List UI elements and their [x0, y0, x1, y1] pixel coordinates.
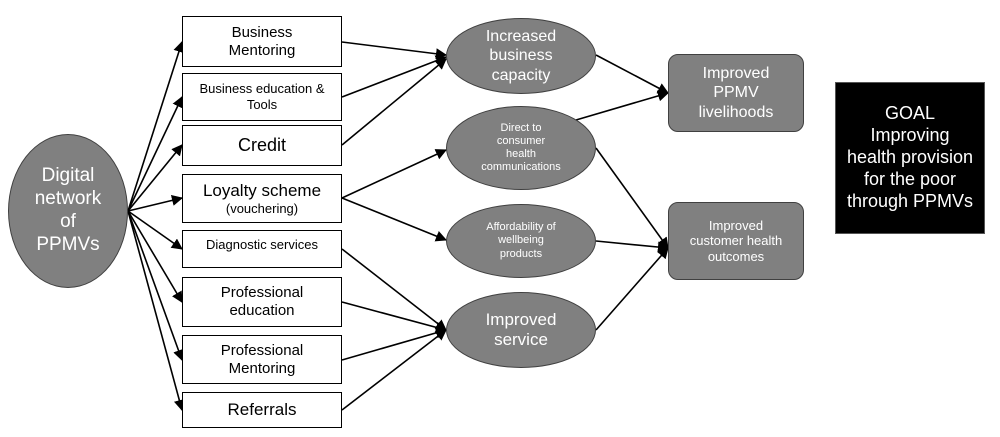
arrow-12 — [341, 149, 448, 199]
business-mentoring-box: Business Mentoring — [182, 16, 342, 67]
arrow-17 — [341, 329, 447, 411]
improved-service-node: Improved service — [446, 292, 596, 368]
business-mentoring-line-2: Mentoring — [228, 41, 296, 59]
affordability-line-1: Affordability of — [486, 221, 556, 234]
loyalty-scheme-line-1: Loyalty scheme — [202, 180, 322, 200]
arrow-10 — [341, 55, 448, 98]
goal-line-1: GOAL — [884, 103, 936, 124]
increased-line-1: Increased — [485, 28, 557, 46]
arrow-11 — [341, 58, 447, 146]
customer-health-line-1: Improved — [708, 217, 764, 233]
livelihoods-line-3: livelihoods — [698, 103, 774, 121]
improved-ppmv-livelihoods-box: Improved PPMV livelihoods — [668, 54, 804, 132]
customer-health-line-2: customer health — [689, 233, 783, 249]
arrow-15 — [341, 301, 448, 333]
professional-education-line-1: Professional — [220, 284, 304, 301]
increased-line-3: capacity — [491, 66, 551, 84]
business-education-line-1: Business education & — [199, 81, 325, 97]
arrow-6 — [127, 210, 183, 303]
goal-line-2: Improving — [870, 125, 950, 146]
arrow-19 — [575, 90, 670, 121]
professional-education-line-2: education — [229, 302, 295, 319]
direct-line-1: Direct to — [500, 121, 542, 134]
referrals-box: Referrals — [182, 392, 342, 428]
arrow-1 — [127, 40, 185, 212]
source-line-2: network — [34, 188, 102, 210]
referrals-line-1: Referrals — [227, 399, 297, 419]
direct-line-4: communications — [481, 161, 561, 174]
service-line-2: service — [494, 330, 548, 349]
source-line-1: Digital — [41, 165, 95, 187]
source-line-4: PPMVs — [36, 233, 100, 255]
arrow-5 — [127, 210, 183, 250]
professional-mentoring-line-1: Professional — [220, 341, 304, 359]
credit-line-1: Credit — [237, 134, 286, 155]
arrow-3 — [127, 144, 183, 212]
professional-mentoring-line-2: Mentoring — [228, 359, 296, 377]
arrow-9 — [341, 41, 448, 60]
livelihoods-line-2: PPMV — [713, 84, 759, 102]
direct-line-3: health — [506, 148, 536, 160]
business-education-line-2: Tools — [246, 97, 278, 112]
arrow-22 — [595, 247, 669, 331]
arrow-21 — [595, 240, 670, 253]
increased-line-2: business — [489, 47, 553, 65]
professional-education-box: Professional education — [182, 277, 342, 327]
professional-mentoring-box: Professional Mentoring — [182, 335, 342, 384]
goal-box: GOAL Improving health provision for the … — [835, 82, 985, 234]
source-line-3: of — [60, 211, 76, 232]
affordability-node: Affordability of wellbeing products — [446, 204, 596, 278]
arrow-20 — [595, 147, 669, 249]
loyalty-scheme-line-2: (vouchering) — [225, 200, 299, 216]
credit-box: Credit — [182, 125, 342, 166]
goal-line-4: for the poor — [863, 168, 957, 189]
business-mentoring-line-1: Business — [231, 23, 293, 41]
increased-business-capacity-node: Increased business capacity — [446, 18, 596, 94]
arrow-7 — [127, 210, 184, 362]
arrow-2 — [127, 95, 183, 212]
diagnostic-services-line-1: Diagnostic services — [206, 237, 318, 252]
customer-health-line-3: outcomes — [707, 248, 765, 264]
loyalty-scheme-box: Loyalty scheme (vouchering) — [182, 174, 342, 223]
digital-network-node: Digital network of PPMVs — [8, 134, 128, 288]
livelihoods-line-1: Improved — [702, 65, 770, 83]
goal-line-5: through PPMVs — [846, 190, 974, 211]
service-line-1: Improved — [485, 309, 557, 329]
arrow-18 — [595, 54, 669, 94]
goal-line-3: health provision — [846, 147, 974, 168]
direct-line-2: consumer — [496, 134, 546, 147]
diagnostic-services-box: Diagnostic services — [182, 230, 342, 268]
improved-customer-health-box: Improved customer health outcomes — [668, 202, 804, 280]
arrow-16 — [341, 327, 448, 361]
arrow-13 — [341, 197, 448, 242]
affordability-line-3: products — [499, 247, 543, 260]
business-education-box: Business education & Tools — [182, 73, 342, 121]
arrow-14 — [341, 248, 447, 331]
direct-to-consumer-node: Direct to consumer health communications — [446, 106, 596, 190]
arrow-8 — [127, 210, 185, 412]
arrow-4 — [127, 194, 184, 212]
affordability-line-2: wellbeing — [498, 234, 544, 247]
